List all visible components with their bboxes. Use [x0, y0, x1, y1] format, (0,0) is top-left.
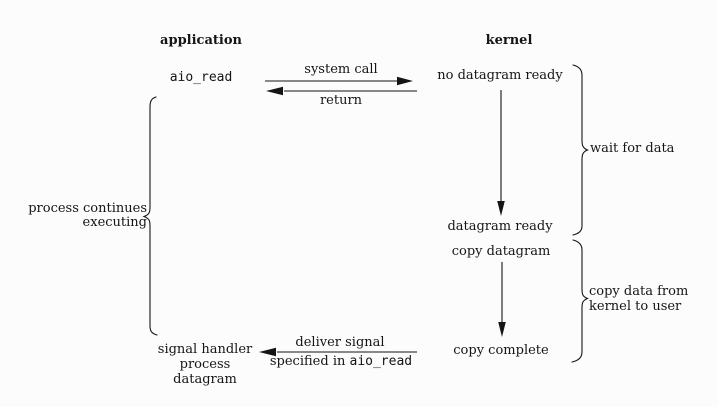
return-arrow-label: return	[319, 93, 363, 108]
no-datagram-ready-node: no datagram ready	[437, 68, 563, 83]
copy-data-line1: copy data from	[589, 284, 689, 299]
specified-in-arrow-label: specified in aio_read	[270, 355, 412, 368]
deliver-signal-arrow-label: deliver signal	[295, 335, 385, 350]
signal-handler-line1: signal handler	[157, 342, 253, 357]
application-column-header: application	[160, 33, 242, 48]
process-continues-line1: process continues	[28, 201, 147, 216]
signal-handler-node: signal handler process datagram	[158, 342, 252, 387]
wait-for-data-brace-icon	[572, 64, 589, 236]
wait-for-data-label: wait for data	[590, 141, 675, 156]
wait-down-arrow-icon	[497, 90, 505, 216]
deliver-signal-arrow-icon	[259, 347, 417, 357]
datagram-ready-node: datagram ready	[447, 219, 553, 234]
copy-down-arrow-icon	[498, 262, 506, 337]
copy-data-line2: kernel to user	[589, 299, 682, 314]
process-continues-label: process continues executing	[28, 202, 147, 230]
system-call-arrow-label: system call	[304, 62, 378, 77]
aio-read-call-label: aio_read	[169, 70, 233, 85]
signal-handler-line3: datagram	[173, 372, 237, 387]
system-call-arrow-icon	[265, 76, 413, 86]
copy-complete-node: copy complete	[453, 343, 549, 358]
return-arrow-icon	[266, 86, 417, 96]
specified-in-text: specified in	[269, 354, 346, 369]
left-brace-icon	[142, 96, 158, 336]
copy-data-brace-icon	[571, 239, 589, 363]
signal-handler-line2: process	[179, 357, 231, 372]
specified-in-code: aio_read	[349, 354, 413, 369]
kernel-column-header: kernel	[485, 33, 533, 48]
copy-data-label: copy data from kernel to user	[589, 284, 688, 314]
copy-datagram-node: copy datagram	[451, 244, 551, 259]
process-continues-line2: executing	[82, 215, 147, 230]
